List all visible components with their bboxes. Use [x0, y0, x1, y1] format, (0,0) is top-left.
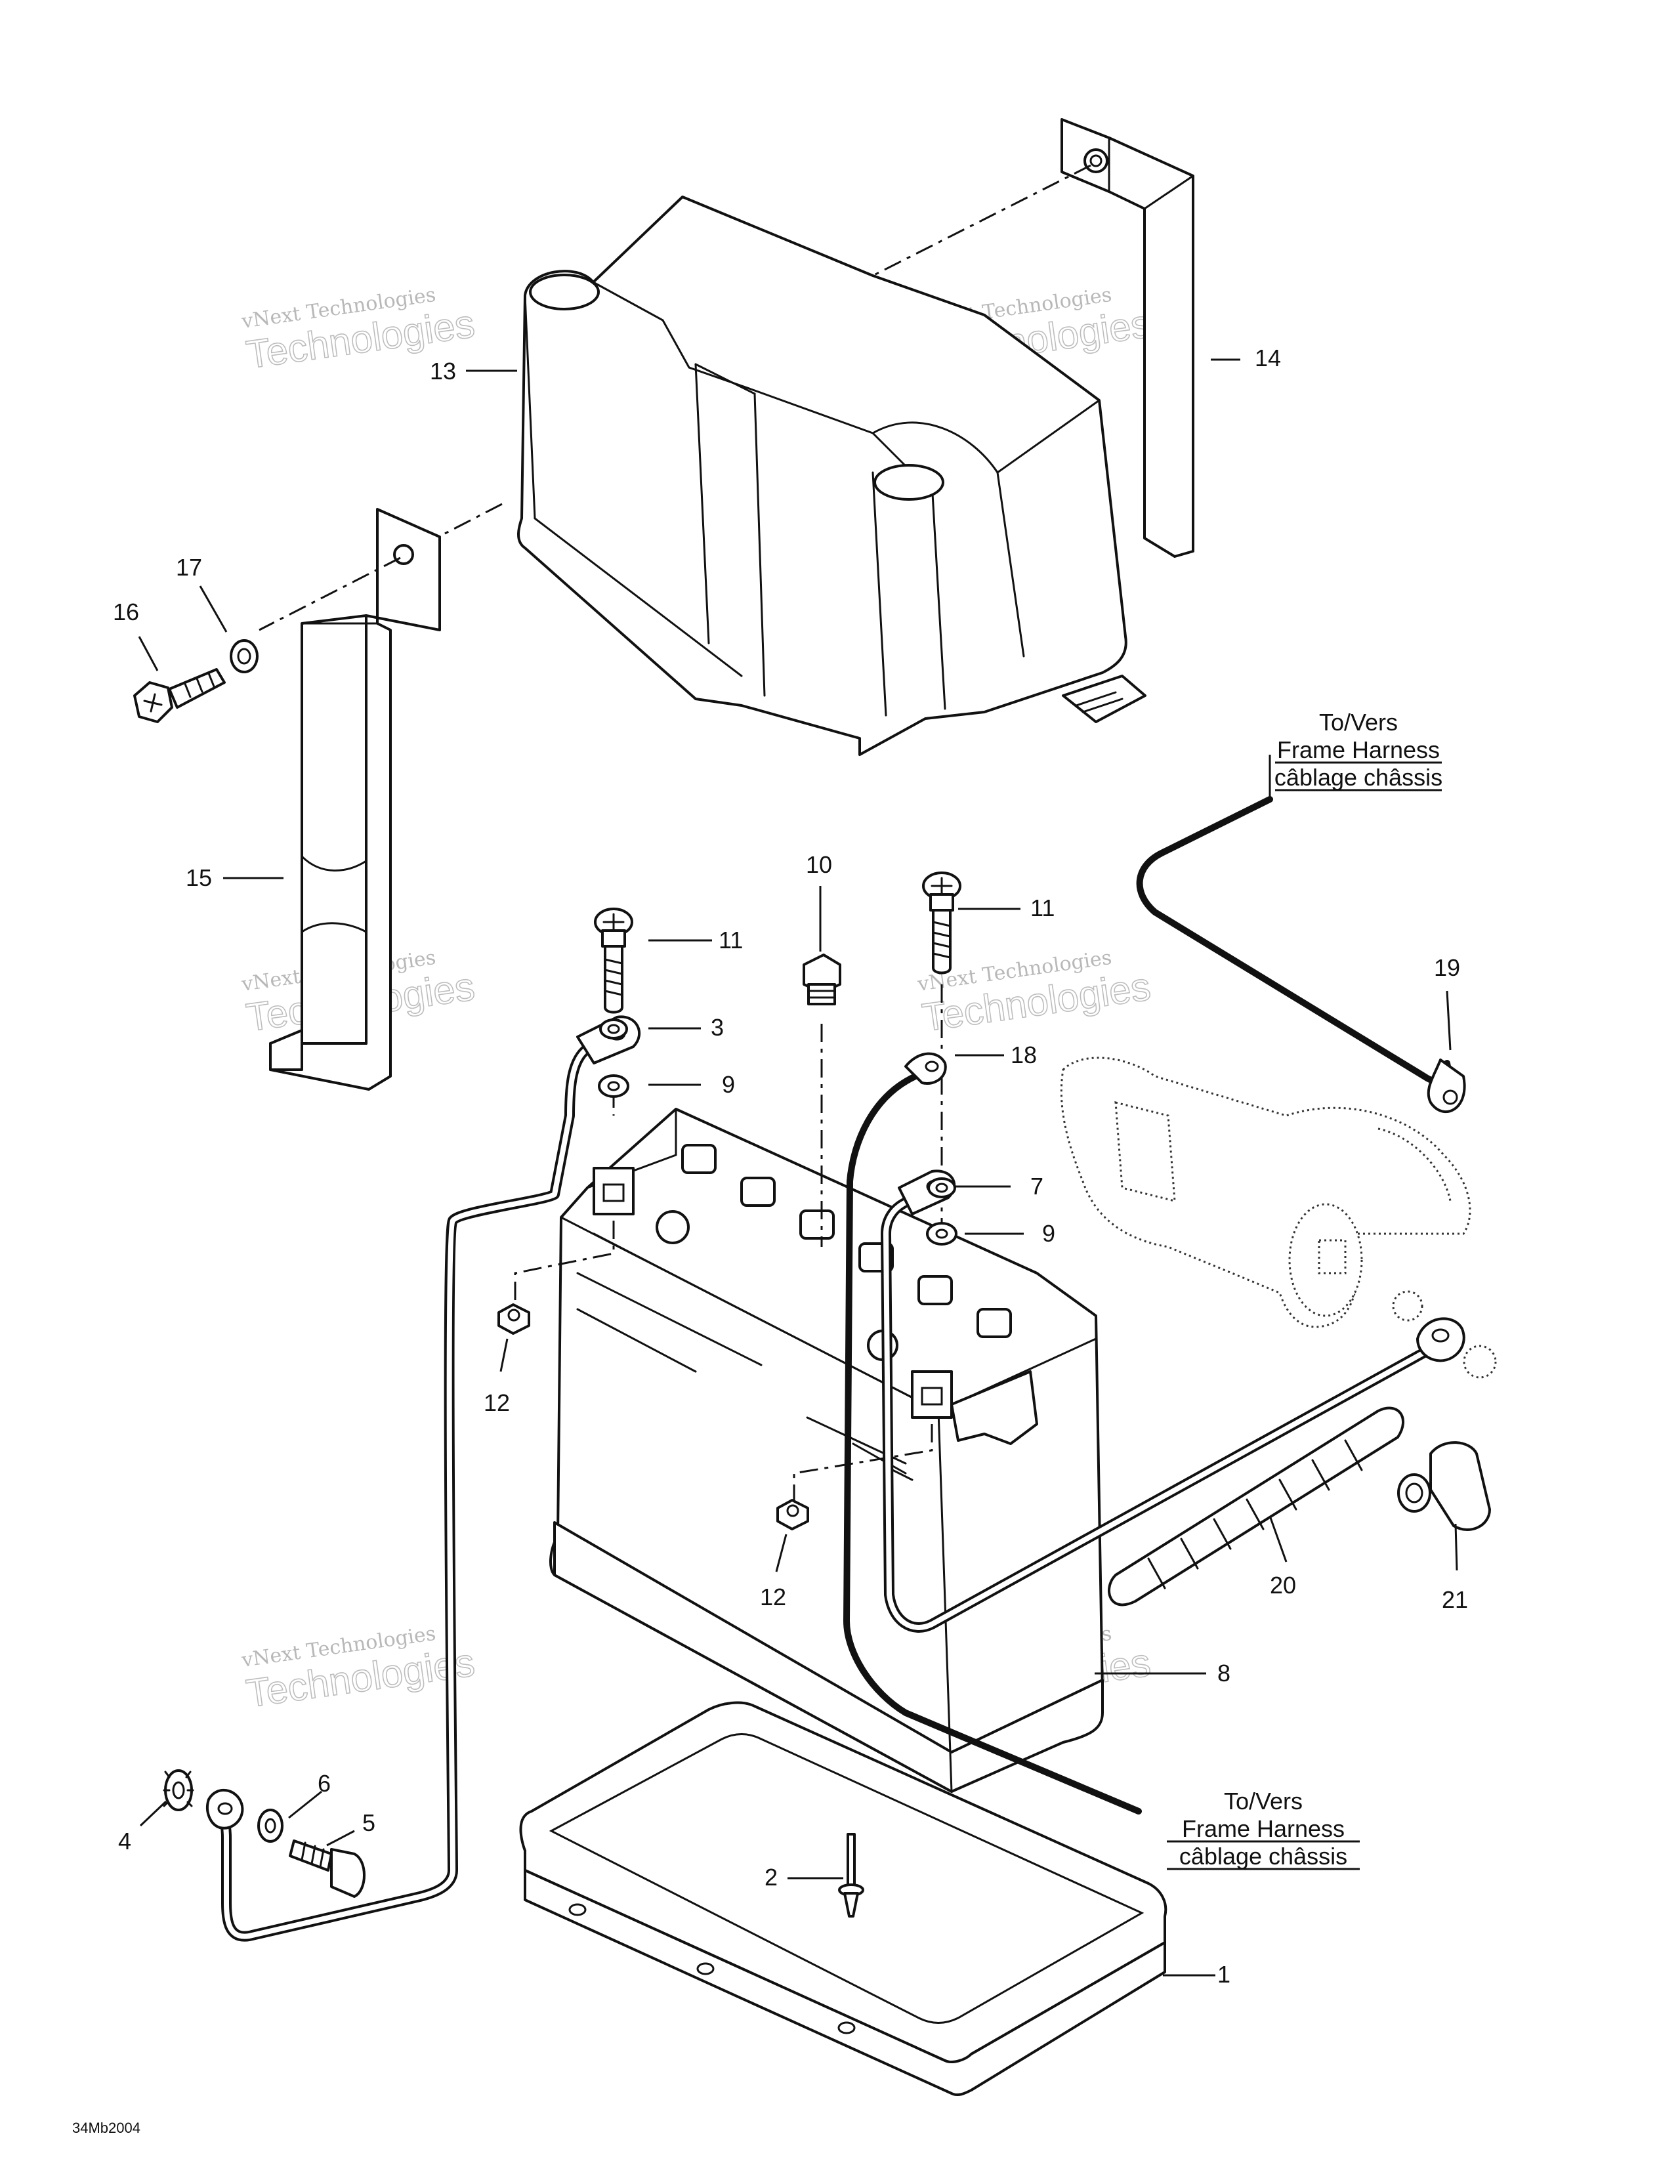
callout-11b: 11 — [1030, 894, 1055, 921]
callout-9b: 9 — [1042, 1220, 1055, 1247]
callout-4: 4 — [118, 1828, 131, 1855]
centerline — [514, 1221, 615, 1312]
watermark: vNext Technologies Technologies — [240, 1622, 478, 1716]
callout-10: 10 — [806, 851, 832, 878]
terminal-bolt — [922, 872, 961, 975]
nut — [776, 1499, 809, 1530]
callout-21: 21 — [1442, 1586, 1468, 1613]
callout-7: 7 — [1030, 1173, 1043, 1200]
callout-3: 3 — [711, 1014, 724, 1041]
callout-16: 16 — [113, 598, 139, 625]
note-frame-harness-bottom: To/Vers Frame Harness câblage châssis — [1167, 1788, 1360, 1870]
vent-plug — [803, 954, 841, 1005]
callout-11: 11 — [719, 927, 743, 954]
frame-harness-wire — [1136, 796, 1466, 1114]
callout-8: 8 — [1217, 1660, 1230, 1687]
note-line2: Frame Harness — [1277, 736, 1440, 763]
callout-19: 19 — [1434, 954, 1460, 981]
callout-20: 20 — [1270, 1572, 1296, 1599]
callout-17: 17 — [176, 554, 202, 581]
screw — [289, 1839, 366, 1898]
starter-motor — [1060, 1057, 1497, 1379]
note-line2: Frame Harness — [1182, 1815, 1345, 1842]
callout-18: 18 — [1011, 1041, 1037, 1068]
terminal-bolt — [594, 908, 633, 1014]
centerline — [793, 1424, 933, 1509]
callout-12b: 12 — [760, 1584, 786, 1610]
note-line3: câblage châssis — [1179, 1843, 1347, 1870]
drawing-code: 34Mb2004 — [72, 2120, 140, 2136]
callout-14: 14 — [1255, 345, 1281, 371]
callout-2: 2 — [765, 1864, 778, 1891]
callout-numbers: 1 2 3 4 5 6 7 8 9 9 10 11 11 12 12 13 14… — [113, 345, 1468, 1988]
callout-13: 13 — [430, 358, 456, 385]
washer — [257, 1809, 284, 1843]
washer — [599, 1018, 628, 1040]
callout-9: 9 — [722, 1071, 735, 1098]
terminal-boot — [1397, 1441, 1491, 1531]
front-bracket — [269, 508, 441, 1091]
battery-cover — [517, 196, 1146, 756]
callout-5: 5 — [362, 1809, 375, 1836]
note-frame-harness-top: To/Vers Frame Harness câblage châssis — [1274, 709, 1442, 791]
washer — [927, 1177, 956, 1198]
leader-lines — [138, 358, 1458, 1977]
battery — [549, 1108, 1104, 1793]
callout-15: 15 — [186, 864, 212, 891]
note-line1: To/Vers — [1224, 1788, 1303, 1815]
battery-tray — [519, 1701, 1167, 2097]
lock-washer — [163, 1769, 194, 1811]
washer — [230, 639, 259, 673]
callout-6: 6 — [318, 1770, 331, 1797]
centerline — [259, 556, 401, 631]
note-line1: To/Vers — [1319, 709, 1398, 736]
centerline — [872, 164, 1091, 277]
ground-cable — [206, 1015, 641, 1942]
protector-sleeve — [1108, 1406, 1405, 1606]
callout-1: 1 — [1217, 1961, 1230, 1988]
harness-wire — [843, 1052, 1142, 1815]
rivet — [838, 1833, 864, 1918]
screw — [133, 668, 226, 723]
callout-12: 12 — [484, 1389, 510, 1416]
washer — [598, 1074, 629, 1098]
nut — [497, 1303, 530, 1335]
washer — [926, 1222, 957, 1246]
note-line3: câblage châssis — [1274, 764, 1442, 791]
